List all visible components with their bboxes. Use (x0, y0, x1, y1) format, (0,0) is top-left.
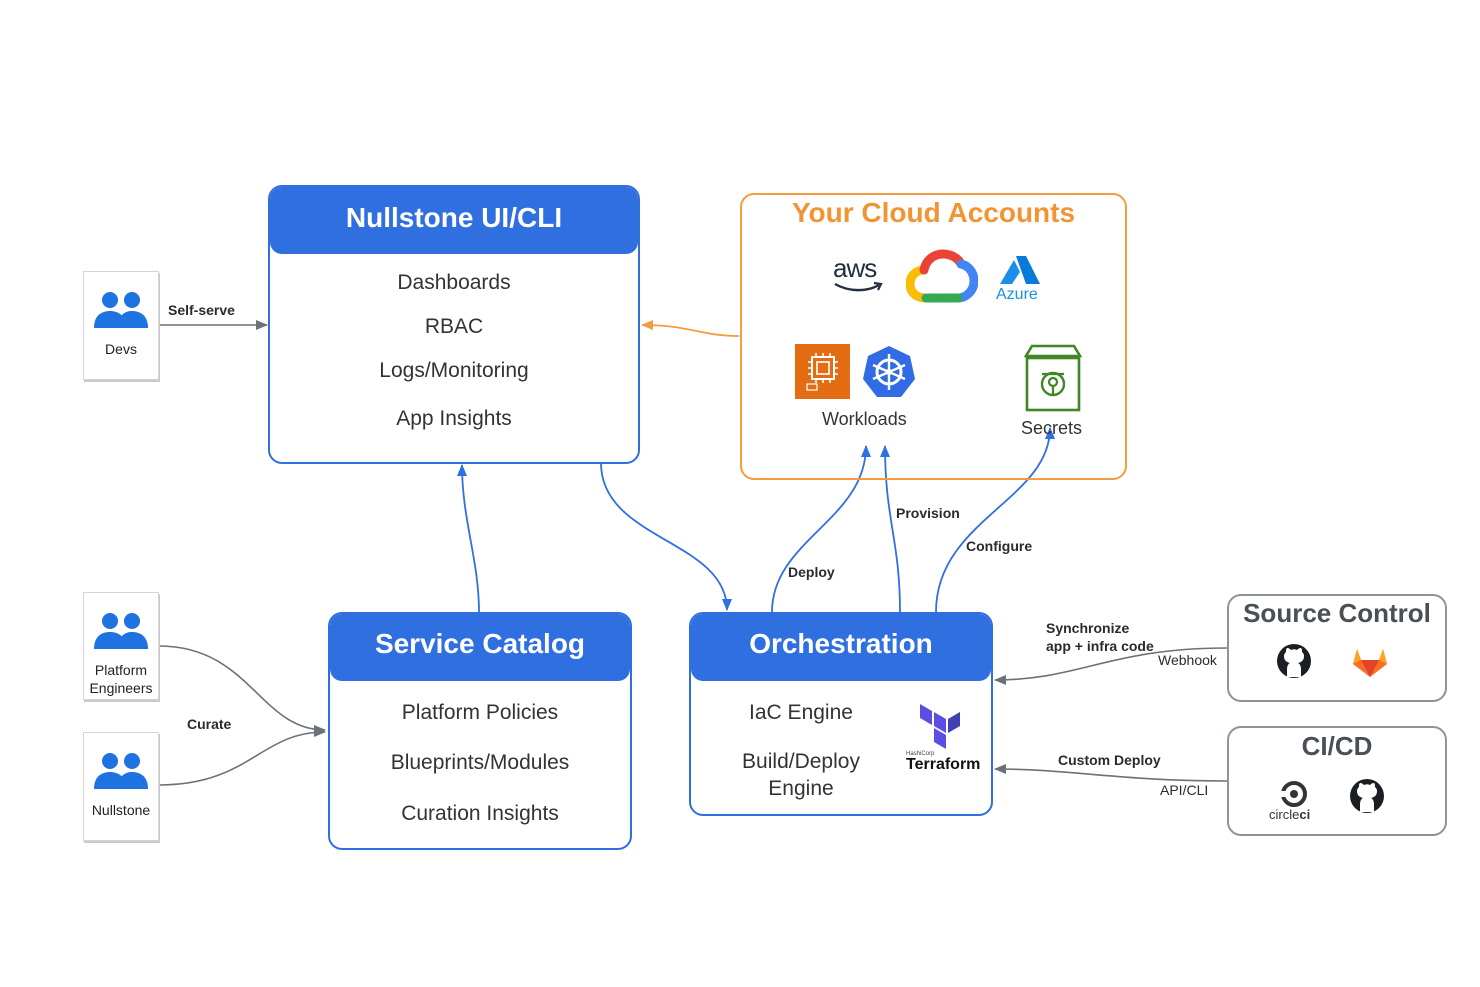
box-item: Build/Deploy (742, 750, 860, 773)
actor-label: Devs (105, 341, 137, 357)
azure-wordmark: Azure (996, 286, 1038, 303)
terraform-wordmark: Terraform (906, 756, 981, 773)
ec2-compute-icon (795, 344, 850, 399)
box-title: Orchestration (691, 614, 991, 681)
box-item: Platform Policies (401, 701, 559, 724)
orchestration-box: Orchestration IaC Engine Build/Deploy En… (689, 612, 993, 816)
actor-devs: Devs (83, 271, 159, 380)
edge-label-synchronize: Synchronize (1046, 620, 1130, 636)
cloud-accounts-box: Your Cloud Accounts (740, 193, 1127, 480)
aws-smile-icon (834, 281, 883, 292)
box-item: Engine (768, 777, 834, 800)
box-title: CI/CD (1301, 731, 1373, 761)
edge-catalog-to-ui (457, 464, 480, 613)
circleci-wordmark-part: circle (1269, 807, 1300, 822)
edge-label-provision: Provision (896, 505, 960, 521)
cicd-box: CI/CD (1227, 726, 1447, 836)
workloads-label: Workloads (822, 409, 907, 429)
edge-label-synchronize-2: app + infra code (1046, 638, 1154, 654)
edge-platform-engineers-to-catalog (158, 645, 326, 735)
circleci-wordmark: circleci (1269, 807, 1310, 822)
box-title: Source Control (1243, 598, 1431, 628)
box-item: Blueprints/Modules (390, 751, 570, 774)
edge-label-configure: Configure (966, 538, 1033, 554)
google-cloud-logo-icon (906, 249, 978, 303)
edge-cloud-to-ui (641, 320, 740, 337)
box-title: Nullstone UI/CLI (270, 187, 638, 254)
secrets-label: Secrets (1021, 418, 1083, 438)
box-title: Your Cloud Accounts (791, 197, 1076, 228)
edge-ui-to-orchestration (600, 462, 732, 611)
people-icon (94, 292, 148, 328)
edge-source-control-to-orchestration (994, 647, 1228, 685)
actor-label-line: Engineers (89, 680, 153, 696)
edge-label-deploy: Deploy (788, 564, 835, 580)
actor-platform-engineers: Platform Engineers (83, 592, 159, 700)
service-catalog-box: Service Catalog Platform Policies Bluepr… (328, 612, 632, 850)
box-item: RBAC (424, 315, 484, 338)
terraform-wordmark-small: HashiCorp (906, 751, 935, 757)
secrets-manager-icon (1024, 344, 1082, 412)
box-item: App Insights (396, 407, 512, 430)
box-title: Service Catalog (330, 614, 630, 681)
actor-label: Platform Engineers (89, 661, 152, 697)
edge-cicd-to-orchestration (994, 764, 1228, 782)
box-item: Curation Insights (401, 802, 559, 825)
actor-nullstone: Nullstone (83, 732, 159, 841)
edge-provision (880, 445, 901, 613)
people-icon (94, 753, 148, 789)
actor-label-line: Platform (94, 662, 148, 678)
aws-logo-icon: aws (833, 254, 885, 296)
box-item: IaC Engine (749, 701, 853, 724)
aws-wordmark: aws (833, 253, 877, 283)
box-item: Logs/Monitoring (379, 359, 529, 382)
edge-nullstone-to-catalog (158, 727, 326, 786)
terraform-logo-icon (920, 704, 960, 749)
edge-label-api-cli: API/CLI (1160, 782, 1209, 798)
edge-label-self-serve: Self-serve (168, 302, 235, 318)
box-item: Dashboards (397, 271, 511, 294)
azure-logo-icon (1000, 256, 1040, 284)
source-control-box: Source Control (1227, 594, 1447, 702)
edge-label-custom-deploy: Custom Deploy (1058, 752, 1161, 768)
edge-label-curate: Curate (187, 716, 232, 732)
nullstone-ui-box: Nullstone UI/CLI Dashboards RBAC Logs/Mo… (268, 185, 640, 464)
people-icon (94, 613, 148, 649)
edge-configure (935, 427, 1055, 613)
github-icon (1277, 644, 1311, 678)
gitlab-icon (1353, 649, 1387, 677)
edge-label-webhook: Webhook (1158, 652, 1217, 668)
actor-label: Nullstone (91, 802, 151, 818)
edge-deploy (771, 445, 871, 613)
kubernetes-icon (863, 346, 915, 397)
circleci-wordmark-part-bold: ci (1299, 807, 1311, 822)
circleci-icon (1280, 781, 1307, 807)
github-actions-icon (1350, 779, 1384, 813)
